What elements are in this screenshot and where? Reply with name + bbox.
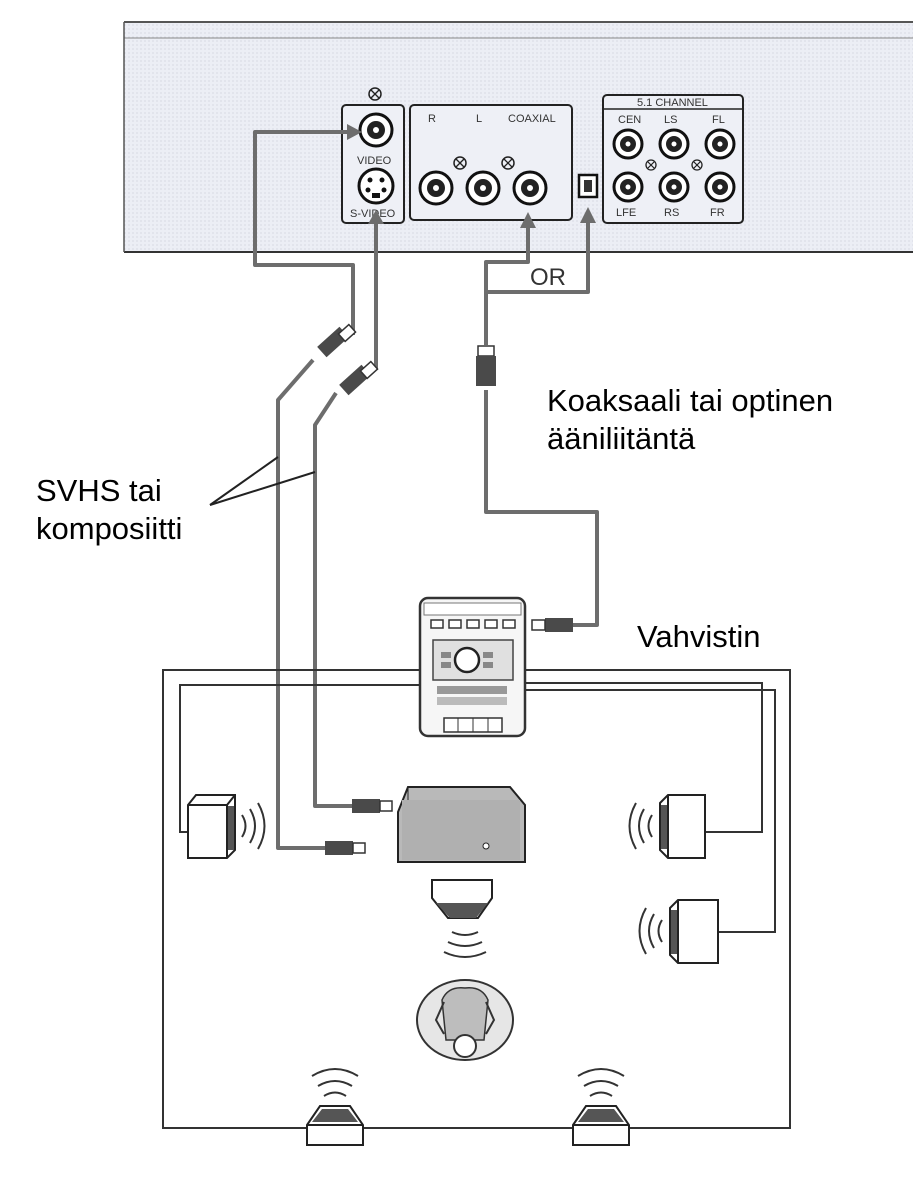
svhs-composite-label: SVHS tai komposiitti bbox=[36, 472, 182, 548]
dvd-rear-panel: VIDEO S-VIDEO R L COAXIAL bbox=[123, 21, 913, 253]
coaxial-jack[interactable] bbox=[512, 170, 548, 206]
audio-l-jack[interactable] bbox=[465, 170, 501, 206]
amplifier-label-text: Vahvistin bbox=[637, 619, 761, 654]
video-cables bbox=[253, 124, 384, 850]
optical-port[interactable] bbox=[577, 173, 599, 199]
speaker-wiring bbox=[179, 682, 776, 933]
fl-jack[interactable] bbox=[704, 128, 736, 160]
ls-jack[interactable] bbox=[658, 128, 690, 160]
rs-label: RS bbox=[664, 207, 679, 219]
cen-jack[interactable] bbox=[612, 128, 644, 160]
channel-5-1-header: 5.1 CHANNEL bbox=[637, 97, 708, 109]
channel-5-1-block: 5.1 CHANNEL CEN LS FL bbox=[602, 94, 744, 224]
front-left-speaker bbox=[187, 794, 236, 859]
cen-label: CEN bbox=[618, 114, 641, 126]
audio-r-jack[interactable] bbox=[418, 170, 454, 206]
svideo-jack[interactable] bbox=[357, 167, 395, 205]
composite-video-cable bbox=[253, 130, 355, 335]
lfe-label: LFE bbox=[616, 207, 636, 219]
ground-mark-icon bbox=[691, 159, 703, 171]
svideo-plug bbox=[339, 360, 379, 396]
ground-mark-icon bbox=[453, 156, 467, 170]
rear-left-sound-waves-icon bbox=[311, 1068, 359, 1097]
or-label: OR bbox=[530, 264, 566, 291]
side-right-sound-waves-icon bbox=[638, 907, 663, 955]
audio-output-block: R L COAXIAL bbox=[409, 104, 573, 221]
video-output-block: VIDEO S-VIDEO bbox=[341, 87, 405, 224]
listener-icon bbox=[416, 979, 514, 1061]
ground-mark-icon bbox=[645, 159, 657, 171]
svideo-jack-label: S-VIDEO bbox=[350, 208, 396, 220]
coax-label-line2: ääniliitäntä bbox=[547, 420, 696, 456]
center-speaker bbox=[431, 879, 493, 919]
coax-label-line1: Koaksaali tai optinen bbox=[547, 383, 834, 418]
front-left-sound-waves-icon bbox=[241, 802, 266, 850]
ground-mark-icon bbox=[368, 87, 382, 101]
front-right-sound-waves-icon bbox=[628, 802, 653, 850]
rs-jack[interactable] bbox=[658, 171, 690, 203]
svhs-pointer-lines bbox=[209, 456, 316, 506]
audio-r-label: R bbox=[428, 113, 436, 125]
fr-label: FR bbox=[710, 207, 725, 219]
center-sound-waves-icon bbox=[443, 931, 487, 958]
amplifier bbox=[418, 596, 527, 738]
ground-mark-icon bbox=[501, 156, 515, 170]
fl-label: FL bbox=[712, 114, 725, 126]
lfe-jack[interactable] bbox=[612, 171, 644, 203]
rear-left-speaker bbox=[306, 1105, 364, 1146]
amplifier-audio-plug bbox=[531, 618, 573, 632]
front-right-speaker bbox=[659, 794, 706, 859]
projector-video-plugs bbox=[325, 799, 393, 855]
svhs-label-line1: SVHS tai bbox=[36, 473, 162, 508]
svhs-label-line2: komposiitti bbox=[36, 510, 183, 546]
ls-label: LS bbox=[664, 114, 677, 126]
coax-optical-label: Koaksaali tai optinen ääniliitäntä bbox=[547, 382, 833, 458]
composite-video-plug bbox=[317, 323, 357, 358]
amplifier-label: Vahvistin bbox=[637, 618, 761, 656]
video-jack[interactable] bbox=[358, 112, 394, 148]
rear-right-speaker bbox=[572, 1105, 630, 1146]
coaxial-label: COAXIAL bbox=[508, 113, 556, 125]
side-right-speaker bbox=[669, 899, 719, 964]
audio-cable bbox=[484, 207, 599, 627]
video-jack-label: VIDEO bbox=[357, 155, 392, 167]
audio-plug bbox=[476, 345, 496, 386]
rear-right-sound-waves-icon bbox=[577, 1068, 625, 1097]
audio-l-label: L bbox=[476, 113, 482, 125]
projector bbox=[397, 786, 526, 863]
fr-jack[interactable] bbox=[704, 171, 736, 203]
